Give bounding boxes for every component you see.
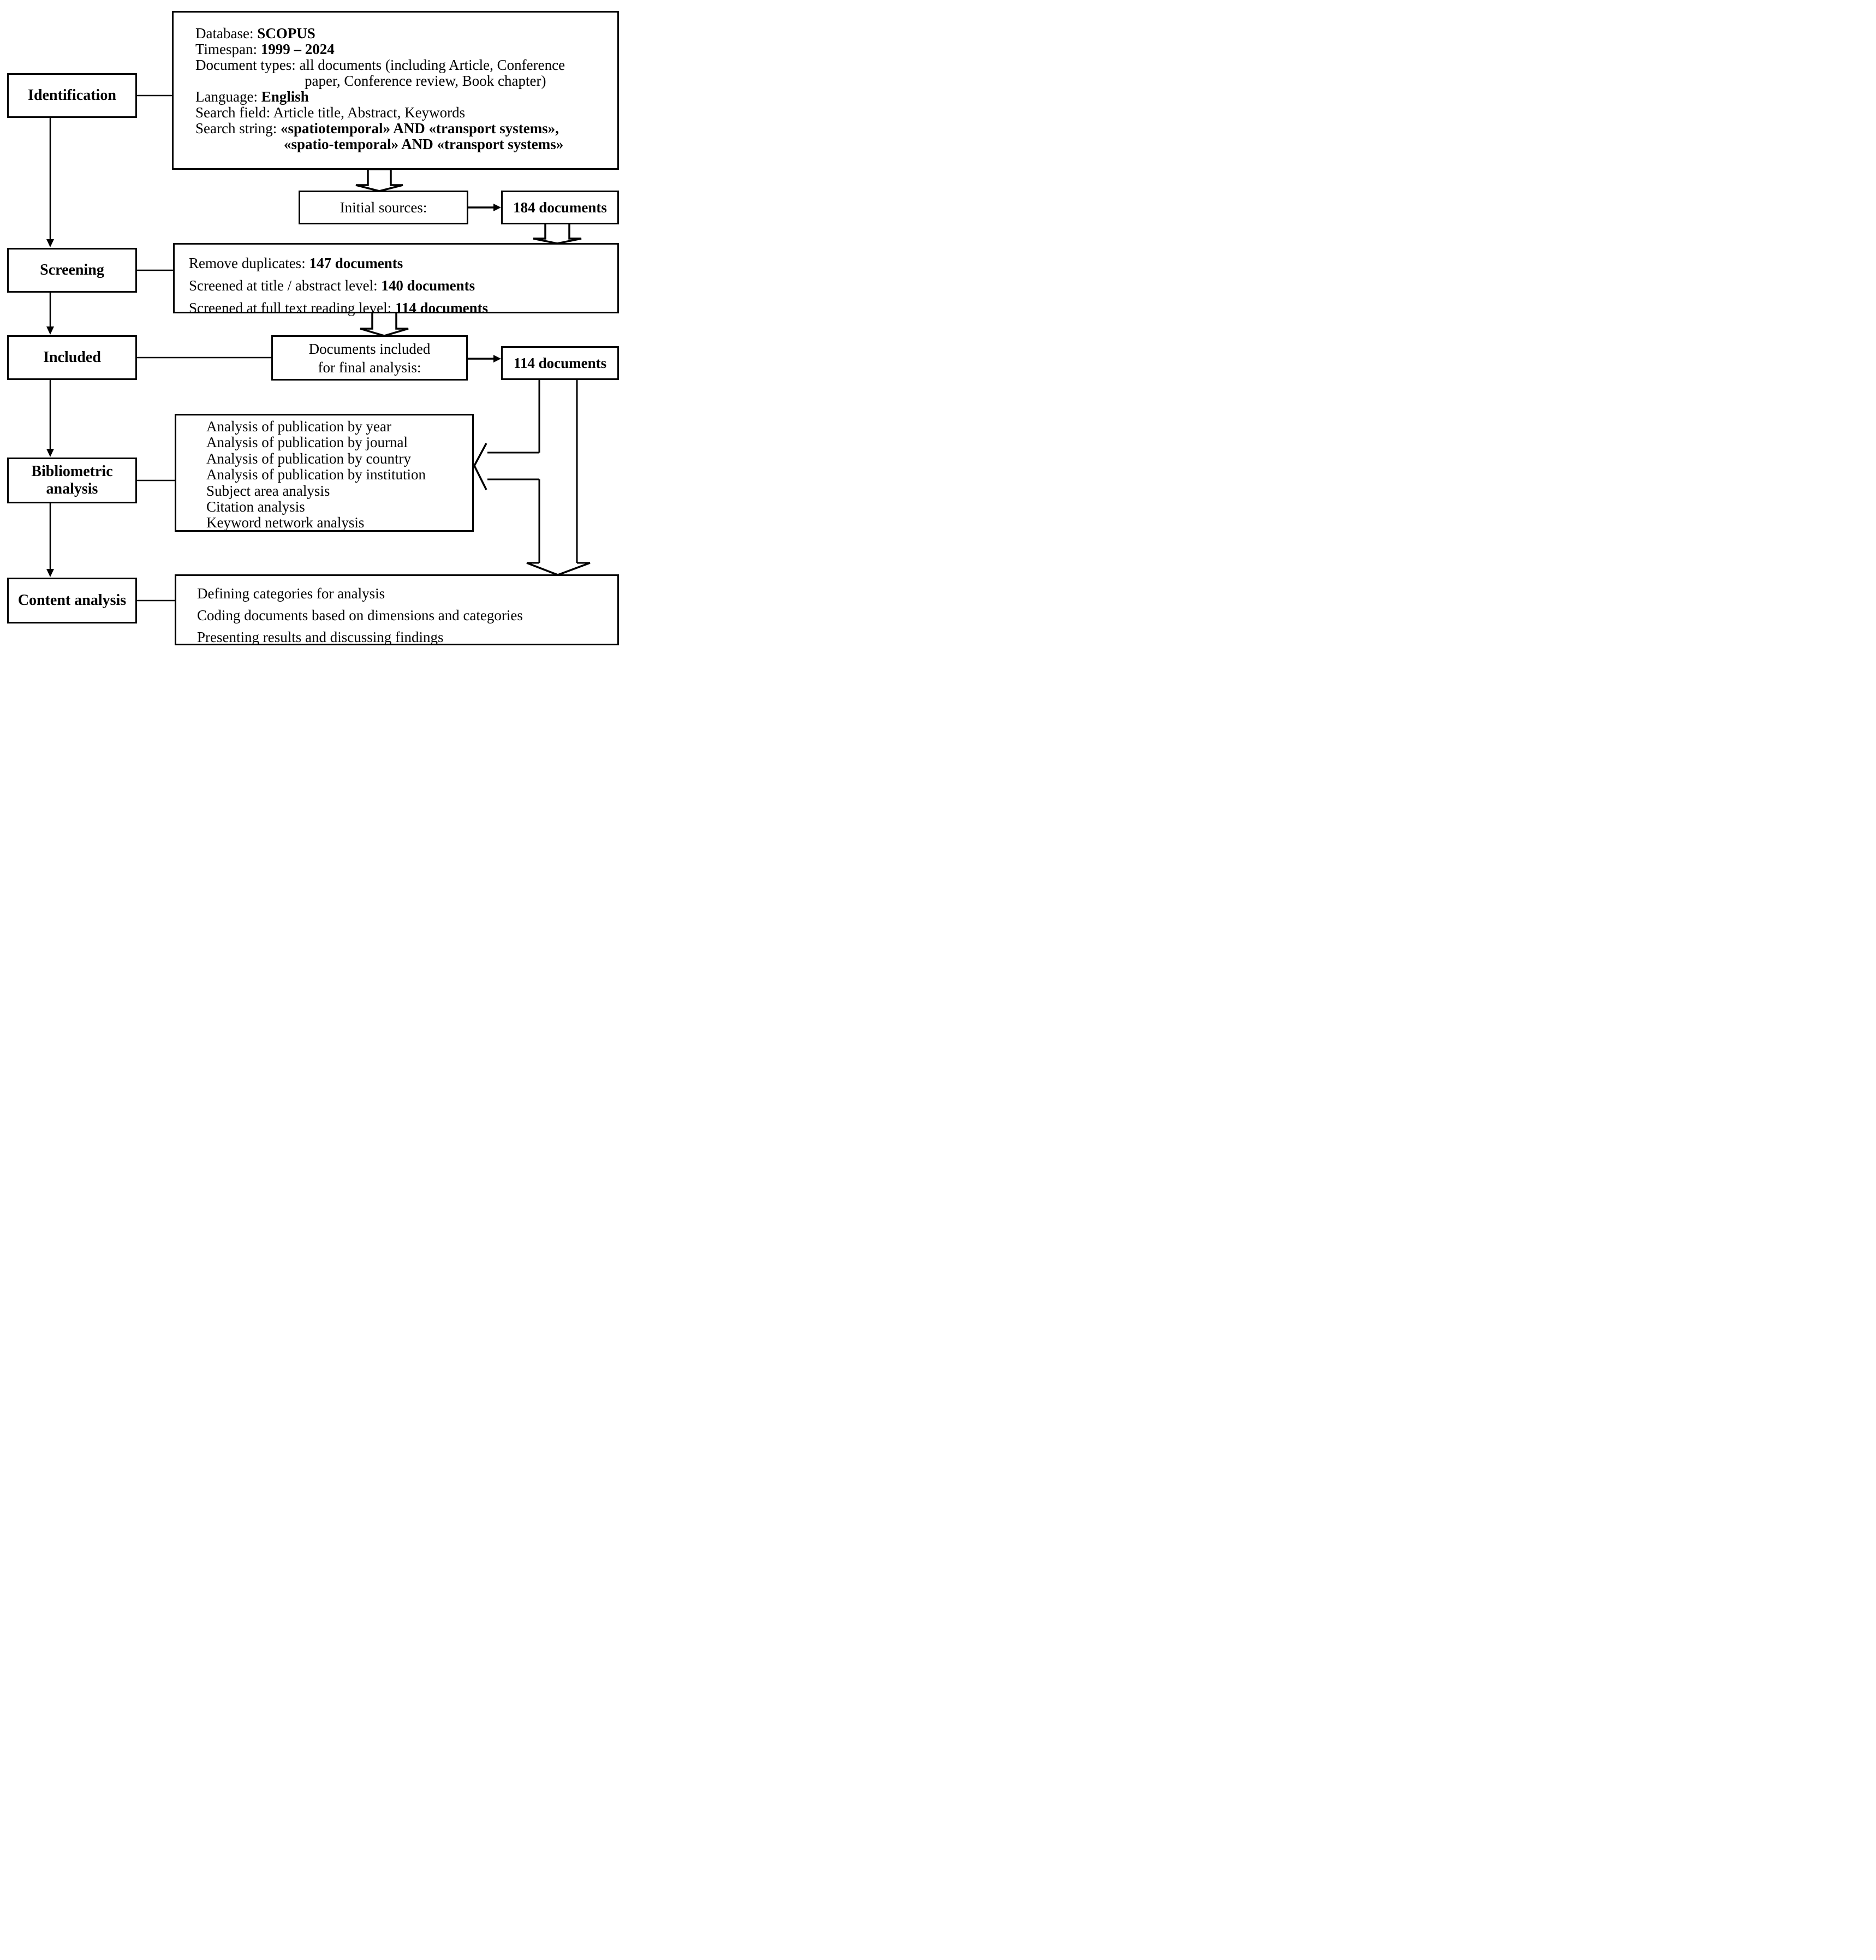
final-count: 114 documents (513, 354, 607, 371)
search-string-value-line1: «spatiotemporal» AND «transport systems»… (280, 120, 559, 136)
content-item: Presenting results and discussing findin… (197, 629, 444, 645)
block-arrow-screening-details-to-included-details (360, 311, 409, 337)
stage-box-content-analysis: Content analysis (7, 578, 137, 623)
documents-included-box: Documents included for final analysis: (271, 335, 468, 381)
bibliometric-item: Keyword network analysis (206, 514, 365, 531)
stage-label-content-analysis: Content analysis (17, 591, 127, 609)
timespan-label: Timespan: (195, 41, 261, 57)
stage-label-included: Included (43, 348, 101, 366)
long-arrowhead-right-stroke (557, 562, 591, 576)
full-text-label: Screened at full text reading level: (189, 300, 395, 316)
title-abstract-label: Screened at title / abstract level: (189, 277, 382, 294)
screening-details-box: Remove duplicates: 147 documents Screene… (173, 243, 619, 316)
arrowhead-included-to-bibliometric (46, 449, 54, 457)
stage-label-identification: Identification (28, 86, 116, 104)
bibliometric-item: Analysis of publication by year (206, 418, 391, 435)
initial-sources-count-box: 184 documents (501, 191, 619, 224)
block-arrow-criteria-to-initial-sources (355, 168, 403, 192)
initial-sources-count: 184 documents (513, 199, 607, 216)
arrowhead-included-to-114 (493, 355, 501, 363)
database-value: SCOPUS (257, 25, 315, 41)
stage-box-identification: Identification (7, 73, 137, 118)
criteria-timespan-line: Timespan: 1999 – 2024 (195, 41, 612, 57)
criteria-searchfield-line: Search field: Article title, Abstract, K… (195, 104, 466, 121)
initial-sources-label: Initial sources: (340, 199, 427, 216)
stage-box-screening: Screening (7, 248, 137, 293)
content-item: Defining categories for analysis (197, 585, 385, 602)
stage-label-bibliometric-line2: analysis (46, 480, 98, 497)
full-text-value: 114 documents (395, 300, 489, 316)
final-count-box: 114 documents (501, 346, 619, 380)
prisma-flow-diagram: Identification Screening Included Biblio… (0, 0, 626, 654)
language-value: English (261, 88, 309, 105)
title-abstract-value: 140 documents (381, 277, 475, 294)
stage-label-bibliometric-line1: Bibliometric (31, 462, 113, 480)
bibliometric-details-box: Analysis of publication by year Analysis… (175, 414, 474, 532)
bibliometric-item: Subject area analysis (206, 482, 330, 499)
bibliometric-item: Analysis of publication by journal (206, 434, 408, 451)
content-details-box: Defining categories for analysis Coding … (175, 574, 619, 645)
criteria-language-line: Language: English (195, 89, 612, 105)
criteria-doctypes-line2: paper, Conference review, Book chapter) (305, 73, 546, 89)
search-criteria-box: Database: SCOPUS Timespan: 1999 – 2024 D… (172, 11, 619, 170)
long-arrowhead-left-stroke (526, 562, 558, 576)
screening-title-abstract-line: Screened at title / abstract level: 140 … (189, 275, 617, 297)
screening-duplicates-line: Remove duplicates: 147 documents (189, 252, 617, 275)
timespan-value: 1999 – 2024 (260, 41, 335, 57)
arrowhead-initial-sources-to-184 (493, 204, 501, 211)
remove-duplicates-value: 147 documents (309, 255, 403, 271)
stage-label-screening: Screening (40, 261, 104, 278)
arrowhead-screening-to-included (46, 326, 54, 335)
screening-details-text: Remove duplicates: 147 documents Screene… (175, 245, 617, 316)
documents-included-line1: Documents included (308, 340, 431, 357)
branch-arrowhead-to-bibliometric-details (473, 443, 487, 490)
database-label: Database: (195, 25, 258, 41)
arrowhead-identification-to-screening (46, 239, 54, 247)
stage-box-bibliometric-analysis: Bibliometric analysis (7, 458, 137, 503)
bibliometric-details-list: Analysis of publication by year Analysis… (176, 415, 472, 531)
content-details-list: Defining categories for analysis Coding … (176, 576, 617, 645)
bibliometric-item: Analysis of publication by institution (206, 466, 426, 483)
documents-included-line2: for final analysis: (318, 359, 421, 376)
arrowhead-bibliometric-to-content (46, 569, 54, 577)
bibliometric-item: Citation analysis (206, 498, 305, 515)
criteria-doctypes-line1: Document types: all documents (including… (195, 57, 565, 73)
search-string-label: Search string: (195, 120, 281, 136)
search-criteria-text: Database: SCOPUS Timespan: 1999 – 2024 D… (174, 13, 617, 168)
screening-fulltext-line: Screened at full text reading level: 114… (189, 297, 617, 319)
remove-duplicates-label: Remove duplicates: (189, 255, 309, 271)
criteria-searchstring-line2: «spatio-temporal» AND «transport systems… (195, 136, 612, 152)
initial-sources-box: Initial sources: (299, 191, 468, 224)
stage-box-included: Included (7, 335, 137, 380)
criteria-database-line: Database: SCOPUS (195, 26, 612, 41)
content-item: Coding documents based on dimensions and… (197, 607, 523, 623)
block-arrow-184-to-screening-details (533, 222, 582, 245)
bibliometric-item: Analysis of publication by country (206, 450, 411, 467)
search-string-value-line2: «spatio-temporal» AND «transport systems… (284, 136, 564, 152)
language-label: Language: (195, 88, 261, 105)
connector-layer (46, 94, 591, 602)
criteria-searchstring-line1: Search string: «spatiotemporal» AND «tra… (195, 121, 612, 136)
